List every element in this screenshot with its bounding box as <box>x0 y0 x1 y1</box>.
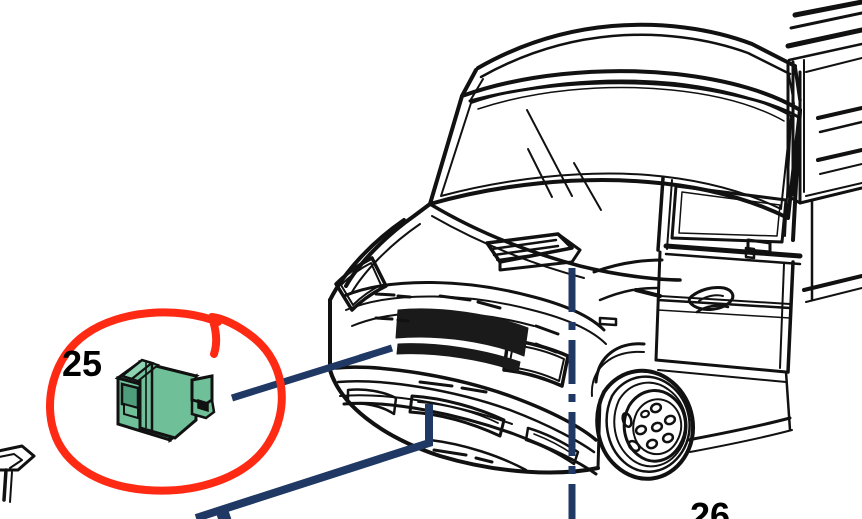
annotation-circle-stroke <box>46 308 286 495</box>
cargo-body <box>785 0 862 303</box>
vehicle-illustration <box>0 0 862 503</box>
leader-line-to-grille-tip <box>358 344 394 362</box>
leader-line-to-grille <box>230 351 372 402</box>
windshield <box>428 69 802 220</box>
callout-number-26: 26 <box>690 495 730 519</box>
relay-module-part <box>114 358 216 444</box>
relay-bottom-edge <box>139 426 176 440</box>
leader-line-stub <box>216 511 232 519</box>
front-wheel <box>590 342 696 481</box>
annotation-circle-tail <box>208 313 221 358</box>
hood-panel <box>344 202 682 293</box>
leader-lines <box>194 344 433 519</box>
relay-latch-window <box>197 398 209 413</box>
leader-line-to-bumper <box>194 404 433 519</box>
relay-left-step <box>123 402 139 420</box>
annotation-circle-25 <box>46 308 286 495</box>
relay-body-main <box>138 360 198 440</box>
adjacent-part-fragment <box>0 444 36 503</box>
callout-number-25: 25 <box>62 343 102 384</box>
rocker-panel <box>686 370 793 453</box>
driver-door <box>634 108 803 383</box>
